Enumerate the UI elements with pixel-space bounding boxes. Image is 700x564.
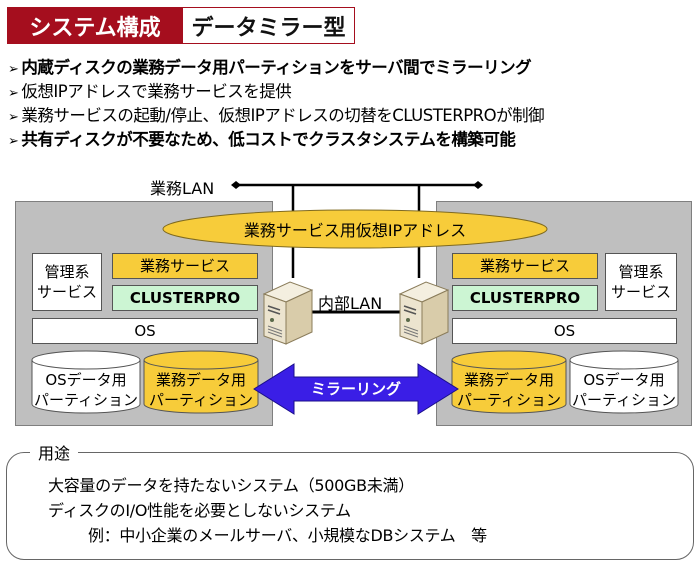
partition-line: パーティション (571, 391, 677, 409)
right-business-service: 業務サービス (452, 253, 598, 279)
left-disks (31, 350, 259, 414)
usage-box (6, 452, 694, 560)
partition-line: パーティション (33, 391, 139, 409)
usage-line: 大容量のデータを持たないシステム（500GB未満） (48, 476, 414, 495)
lan-end-right-icon (473, 181, 483, 189)
bullet-marker-icon: ➢ (8, 110, 19, 125)
section-subtitle: データミラー型 (183, 7, 355, 44)
usage-line: 例：中小企業のメールサーバ、小規模なDBシステム 等 (88, 526, 487, 545)
right-disks (451, 350, 679, 414)
internal-lan-label: 内部LAN (318, 294, 383, 313)
right-data-partition-disk (451, 350, 567, 414)
left-mgmt-service: 管理系 サービス (32, 253, 102, 311)
usage-title: 用途 (30, 440, 79, 464)
bullet-text: 共有ディスクが不要なため、低コストでクラスタシステムを構築可能 (21, 130, 516, 149)
partition-line: 業務データ用 (155, 371, 246, 389)
server-icon-left (262, 281, 314, 345)
bullet-text: 内蔵ディスクの業務データ用パーティションをサーバ間でミラーリング (21, 58, 532, 77)
partition-line: OSデータ用 (45, 371, 127, 389)
left-data-partition-disk (143, 350, 259, 414)
bullet-item: ➢内蔵ディスクの業務データ用パーティションをサーバ間でミラーリング (8, 56, 698, 80)
left-clusterpro: CLUSTERPRO (112, 285, 258, 311)
mgmt-service-line: 管理系 (618, 263, 664, 281)
mgmt-service-line: サービス (610, 283, 671, 301)
right-os: OS (452, 318, 677, 344)
right-clusterpro: CLUSTERPRO (452, 285, 598, 311)
lan-end-left-icon (231, 181, 241, 189)
left-os-partition-label: OSデータ用 パーティション (32, 368, 140, 412)
left-os: OS (32, 318, 258, 344)
mirroring-label: ミラーリング (310, 380, 401, 398)
partition-line: パーティション (456, 391, 562, 409)
bullet-marker-icon: ➢ (8, 62, 19, 77)
mgmt-service-line: サービス (36, 283, 97, 301)
virtual-ip-ellipse (162, 209, 548, 249)
left-business-service: 業務サービス (112, 253, 258, 279)
bullet-item: ➢共有ディスクが不要なため、低コストでクラスタシステムを構築可能 (8, 128, 698, 152)
bullet-list: ➢内蔵ディスクの業務データ用パーティションをサーバ間でミラーリング ➢仮想IPア… (8, 56, 698, 152)
bullet-text: 仮想IPアドレスで業務サービスを提供 (21, 82, 292, 101)
bullet-item: ➢業務サービスの起動/停止、仮想IPアドレスの切替をCLUSTERPROが制御 (8, 104, 698, 128)
bullet-marker-icon: ➢ (8, 86, 19, 101)
left-os-partition-disk (31, 350, 141, 414)
bullet-marker-icon: ➢ (8, 134, 19, 149)
right-data-partition-label: 業務データ用 パーティション (452, 368, 566, 412)
right-os-partition-label: OSデータ用 パーティション (570, 368, 678, 412)
mgmt-service-line: 管理系 (44, 263, 90, 281)
server-icon-right (398, 281, 450, 345)
bullet-item: ➢仮想IPアドレスで業務サービスを提供 (8, 80, 698, 104)
partition-line: OSデータ用 (583, 371, 665, 389)
bullet-text: 業務サービスの起動/停止、仮想IPアドレスの切替をCLUSTERPROが制御 (21, 106, 545, 125)
mirroring-arrow-icon (253, 363, 459, 415)
virtual-ip-label: 業務サービス用仮想IPアドレス (243, 221, 467, 240)
usage-line: ディスクのI/O性能を必要としないシステム (48, 501, 351, 520)
business-lan-label: 業務LAN (150, 179, 215, 198)
right-os-partition-disk (569, 350, 679, 414)
right-mgmt-service: 管理系 サービス (605, 253, 677, 311)
partition-line: パーティション (148, 391, 254, 409)
left-data-partition-label: 業務データ用 パーティション (144, 368, 258, 412)
section-title: システム構成 (7, 7, 183, 44)
partition-line: 業務データ用 (463, 371, 554, 389)
